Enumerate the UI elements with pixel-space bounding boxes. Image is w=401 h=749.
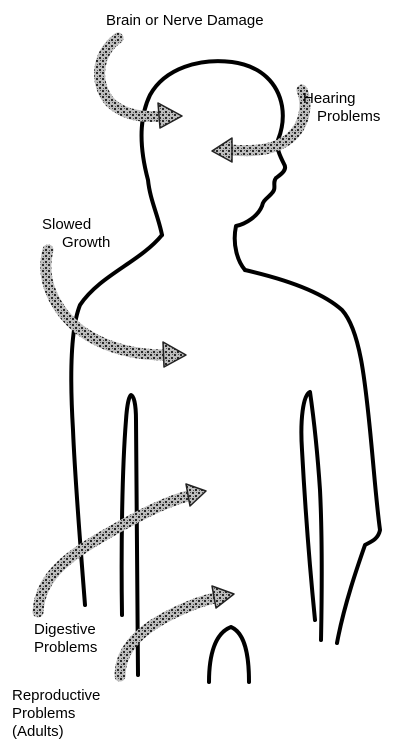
right-torso-outline: [301, 392, 321, 640]
brain-label-text: Brain or Nerve Damage: [106, 12, 264, 30]
digestive-label-line1: Digestive: [34, 621, 97, 639]
digestive-label-line2: Problems: [34, 639, 97, 657]
hearing-arrow: [212, 90, 305, 162]
growth-label-line1: Slowed: [42, 216, 110, 234]
crotch-outline: [209, 627, 249, 682]
reproductive-label-line2: Problems: [12, 705, 100, 723]
growth-arrow: [46, 250, 186, 367]
hearing-label-line1: Hearing: [303, 90, 380, 108]
growth-label-line2: Growth: [42, 234, 110, 252]
growth-label: Slowed Growth: [42, 216, 110, 252]
reproductive-label-line1: Reproductive: [12, 687, 100, 705]
hearing-label: Hearing Problems: [303, 90, 380, 126]
brain-arrow: [100, 38, 182, 128]
digestive-label: Digestive Problems: [34, 621, 97, 657]
hearing-label-line2: Problems: [303, 108, 380, 126]
brain-label: Brain or Nerve Damage: [106, 12, 264, 30]
reproductive-label-line3: (Adults): [12, 723, 100, 741]
head-outline: [142, 61, 286, 270]
reproductive-label: Reproductive Problems (Adults): [12, 687, 100, 741]
